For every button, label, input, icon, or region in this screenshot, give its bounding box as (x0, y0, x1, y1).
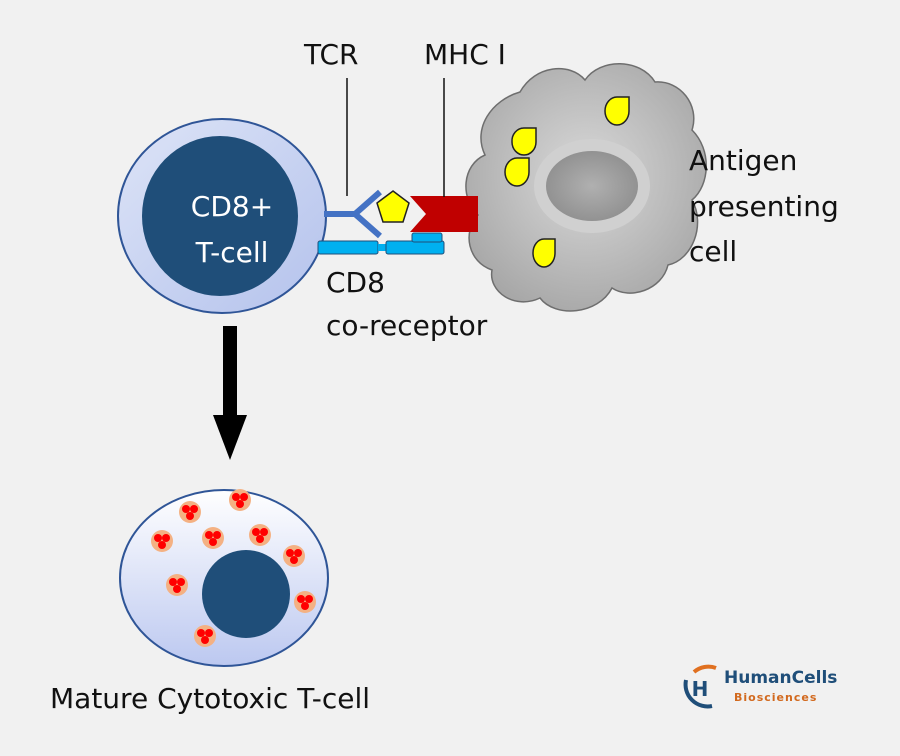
mature-cell-nucleus (202, 550, 290, 638)
mature-cytotoxic-t-cell (119, 489, 329, 667)
antigen-peptide (376, 190, 410, 223)
antigen-drop-1 (511, 127, 537, 156)
mhc-i-molecule (410, 196, 478, 232)
cd8-label-line2: co-receptor (326, 309, 488, 342)
cytotoxic-granules (151, 489, 316, 647)
apc-label-line1: Antigen (689, 144, 797, 177)
granule (151, 530, 173, 552)
logo-ring-blue (683, 679, 713, 709)
t-cell-nucleus (142, 136, 298, 296)
granule (194, 625, 216, 647)
logo-letter: H (692, 677, 709, 701)
antigen-presenting-cell (465, 63, 707, 312)
tcr-label: TCR (303, 38, 358, 71)
apc-nucleus (546, 151, 638, 221)
mhc-label: MHC I (424, 38, 506, 71)
apc-label-line3: cell (689, 235, 737, 268)
t-cell-label-line1: CD8+ (191, 190, 273, 223)
apc-label-line2: presenting (689, 190, 839, 223)
t-cell-label-line2: T-cell (195, 236, 269, 269)
cd8-co-receptor (317, 232, 445, 255)
logo-name: HumanCells (724, 668, 837, 688)
granule (229, 489, 251, 511)
antigen-drop-4 (532, 238, 556, 268)
cd8-t-cell: CD8+ T-cell (117, 118, 327, 314)
granule (294, 591, 316, 613)
antigen-drop-3 (604, 96, 630, 126)
cd8-label-line1: CD8 (326, 266, 385, 299)
mature-cell-label: Mature Cytotoxic T-cell (50, 682, 370, 715)
granule (249, 524, 271, 546)
granule (202, 527, 224, 549)
granule (166, 574, 188, 596)
maturation-arrow (213, 326, 247, 460)
antigen-drop-2 (504, 157, 530, 187)
logo-subtitle: Biosciences (734, 691, 817, 704)
granule (283, 545, 305, 567)
granule (179, 501, 201, 523)
humancells-logo: H HumanCells Biosciences (683, 664, 837, 709)
logo-ring-orange (692, 664, 717, 674)
tcr-receptor (324, 189, 382, 239)
